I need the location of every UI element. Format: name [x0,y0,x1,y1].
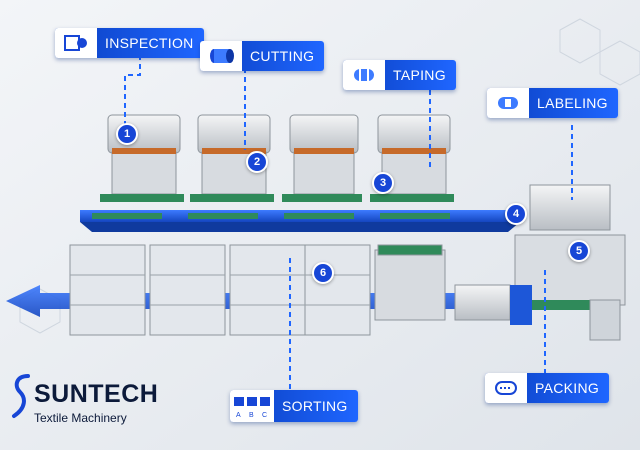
packed-roll-icon [485,373,527,403]
bin-c: C [262,412,267,419]
taped-roll-icon [343,60,385,90]
leader-lines [124,55,573,390]
station-badge-5: 5 [568,240,590,262]
fabric-inspection-icon [55,28,97,58]
station-label: PACKING [535,380,600,396]
brand-name: SUNTECH [34,380,159,408]
machine-cutting-2 [282,114,362,202]
sorting-racks [69,244,446,336]
station-badge-6: 6 [312,262,334,284]
brand-tagline: Textile Machinery [34,411,127,425]
label-inspection: INSPECTION [55,28,204,58]
station-label: SORTING [282,398,348,414]
machine-inspection [100,114,184,202]
fabric-roll-cutting-icon [200,41,242,71]
rack-shelves [70,274,370,306]
bin-a: A [236,412,241,419]
station-label: CUTTING [250,48,315,64]
station-badge-4: 4 [505,203,527,225]
sorting-bins-icon: A B C [230,390,274,422]
station-label: LABELING [537,95,608,111]
label-cutting: CUTTING [200,41,325,71]
label-labeling: LABELING [487,88,618,118]
station-badge-2: 2 [246,151,268,173]
machine-cutting [190,114,274,202]
station-label: TAPING [393,67,446,83]
label-sorting: A B C SORTING [230,390,358,422]
labeled-roll-icon [487,88,529,118]
station-label: INSPECTION [105,35,194,51]
label-packing: PACKING [485,373,610,403]
brand-logo: SUNTECH Textile Machinery [10,370,160,440]
label-taping: TAPING [343,60,456,90]
bin-b: B [249,412,254,419]
belt-plates [92,213,450,219]
station-badge-3: 3 [372,172,394,194]
suntech-logo-icon [12,374,30,418]
station-badge-1: 1 [116,123,138,145]
